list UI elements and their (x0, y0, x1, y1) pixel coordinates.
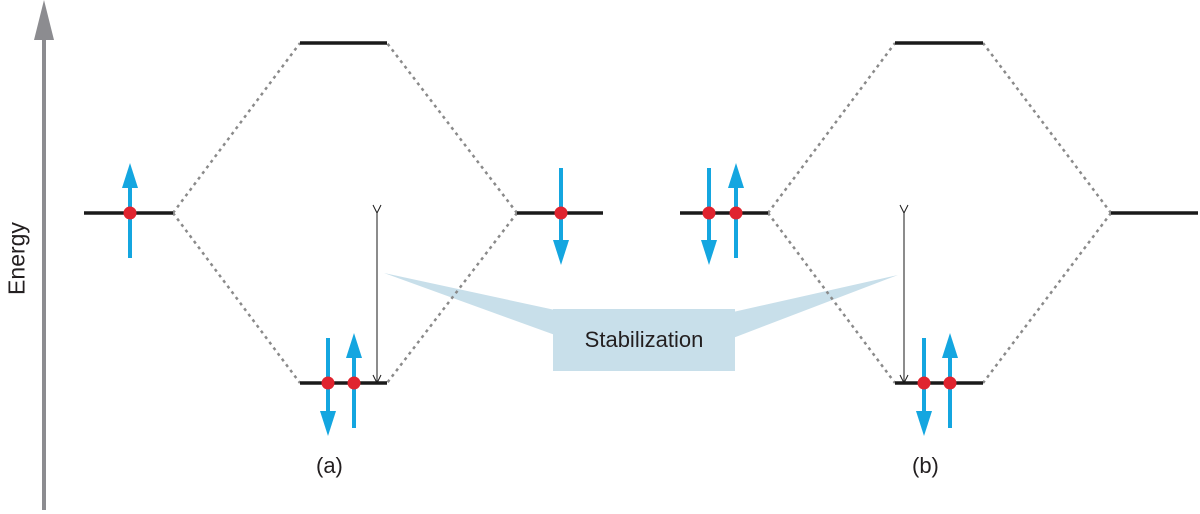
panel-a-diagram (84, 41, 603, 436)
connector-lines (766, 42, 1112, 384)
electron-up-icon (942, 333, 958, 428)
electron-up-icon (728, 163, 744, 258)
electron-up-icon (122, 163, 138, 258)
panel-a-label: (a) (316, 453, 343, 478)
electron-up-icon (346, 333, 362, 428)
electron-down-icon (916, 338, 932, 436)
connector-lines (171, 42, 518, 384)
stabilization-label: Stabilization (584, 327, 704, 352)
electron-down-icon (553, 168, 569, 265)
electron-down-icon (320, 338, 336, 436)
energy-axis (34, 0, 54, 510)
stabilization-callout (384, 273, 898, 371)
callout-pointer-left (384, 273, 555, 335)
panel-b-diagram (680, 41, 1198, 436)
panel-b-label: (b) (912, 453, 939, 478)
energy-axis-label: Energy (3, 222, 30, 295)
callout-box (553, 309, 735, 371)
axis-arrowhead-icon (34, 0, 54, 40)
callout-pointer-right (733, 275, 898, 338)
electron-down-icon (701, 168, 717, 265)
